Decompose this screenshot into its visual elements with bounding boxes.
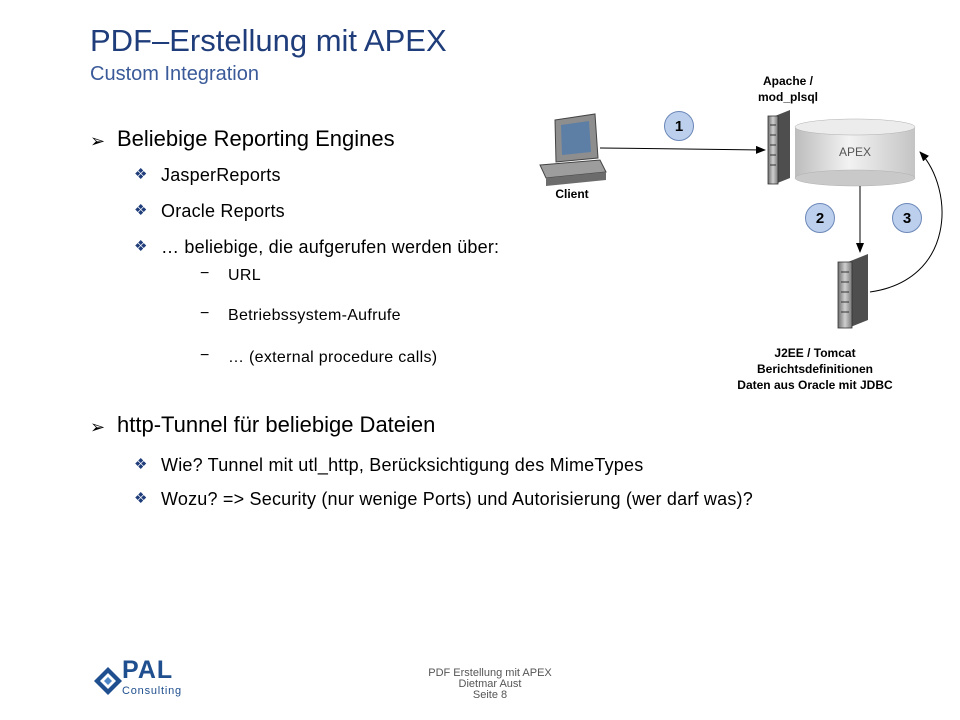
diamond-bullet-icon: ❖ xyxy=(134,238,148,255)
sub-bullet-beliebige: ❖ … beliebige, die aufgerufen werden übe… xyxy=(134,237,500,257)
diamond-bullet-icon: ❖ xyxy=(134,456,148,473)
bullet-text: Beliebige Reporting Engines xyxy=(117,126,395,151)
step-2-badge: 2 xyxy=(805,203,835,233)
j2ee-server-icon xyxy=(837,254,868,329)
diamond-bullet-icon: ❖ xyxy=(134,166,148,183)
slide-footer: PDF Erstellung mit APEX Dietmar Aust Sei… xyxy=(360,668,620,701)
footer-author: Dietmar Aust xyxy=(458,678,522,690)
diamond-bullet-icon: ❖ xyxy=(134,490,148,507)
apex-database-icon xyxy=(794,118,916,187)
apache-server-icon xyxy=(767,110,790,185)
opal-logo-text: PAL xyxy=(122,656,174,684)
slide-title: PDF–Erstellung mit APEX xyxy=(90,23,447,58)
footer-title: PDF Erstellung mit APEX xyxy=(428,667,552,679)
apex-db-label: APEX xyxy=(838,145,871,159)
sub-bullet-jasper: ❖ JasperReports xyxy=(134,165,281,185)
arrow-bullet-icon: ➢ xyxy=(90,131,106,151)
bullet-text: http-Tunnel für beliebige Dateien xyxy=(117,412,436,437)
dash-bullet-icon: − xyxy=(200,305,210,322)
step-1-badge: 1 xyxy=(664,111,694,141)
sub-bullet-wie: ❖ Wie? Tunnel mit utl_http, Berücksichti… xyxy=(134,455,644,475)
footer-page-number: Seite 8 xyxy=(472,689,508,701)
dash-bullet-icon: − xyxy=(200,347,210,364)
opal-logo-subtext: Consulting xyxy=(122,685,182,697)
arrow-j2ee-to-apex xyxy=(869,151,943,293)
arrow-client-to-apache xyxy=(599,145,766,154)
client-label: Client xyxy=(555,187,589,201)
j2ee-label: J2EE / Tomcat Berichtsdefinitionen Daten… xyxy=(737,346,893,392)
sub-bullet-oracle-reports: ❖ Oracle Reports xyxy=(134,201,285,221)
arrow-bullet-icon: ➢ xyxy=(90,417,106,437)
step-3-badge: 3 xyxy=(892,203,922,233)
opal-consulting-logo: PAL Consulting xyxy=(92,657,192,702)
sub-bullet-wozu: ❖ Wozu? => Security (nur wenige Ports) u… xyxy=(134,489,753,509)
slide-subtitle: Custom Integration xyxy=(90,63,259,85)
client-computer-icon xyxy=(539,113,607,186)
apache-label: Apache / mod_plsql xyxy=(757,74,818,104)
opal-logo-mark-icon xyxy=(94,667,122,695)
diamond-bullet-icon: ❖ xyxy=(134,202,148,219)
dash-bullet-icon: − xyxy=(200,265,210,282)
